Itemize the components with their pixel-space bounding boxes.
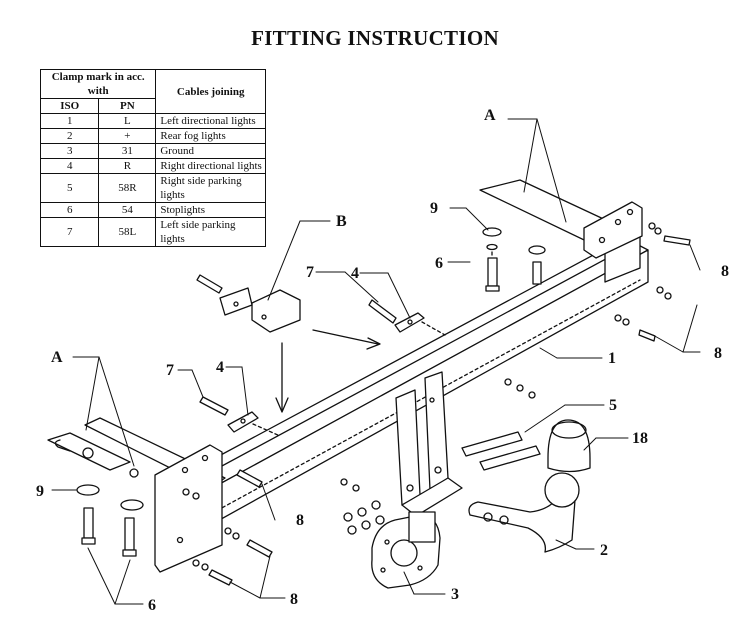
alignment-lines [252,251,493,437]
header-clamp-mark: Clamp mark in acc. with [39,69,157,99]
assembly-arrows [275,329,381,413]
callout-7-left: 7 [166,362,174,379]
callout-4-left: 4 [216,359,224,376]
tow-ball-neck [468,472,580,553]
right-side-bracket [479,179,643,283]
socket-plate [371,511,441,589]
callout-5: 5 [609,397,617,414]
leader-lines [51,118,701,605]
callout-9-top: 9 [430,200,438,217]
callout-6-top: 6 [435,255,443,272]
callout-A-left: A [51,349,63,366]
callout-7-top: 7 [306,264,314,281]
callout-1: 1 [608,350,616,367]
callout-A-top: A [484,107,496,124]
cable-cell: Stoplights [155,202,266,218]
ball-cover [547,419,591,473]
callout-18: 18 [632,430,648,447]
bolt-7-left [199,396,229,416]
nut-cluster [340,378,536,535]
callout-8-mid: 8 [296,512,304,529]
callout-6-bottom: 6 [148,597,156,614]
bolts-8-right [614,222,691,342]
pn-cell: 58L [98,217,157,247]
callout-8-right-mid: 8 [714,345,722,362]
callout-8-bottom: 8 [290,591,298,608]
long-bolts [461,431,541,471]
cable-cell: Left side parking lights [155,217,266,247]
header-pn: PN [98,98,157,114]
bolt-6-bottom [76,447,144,557]
left-side-bracket [47,417,226,573]
bolt-b [196,274,223,294]
callout-B: B [336,213,347,230]
callout-2: 2 [600,542,608,559]
callout-3: 3 [451,586,459,603]
cable-cell: Right directional lights [155,158,266,174]
bolts-8-left [182,469,273,586]
page-title: FITTING INSTRUCTION [251,26,499,50]
bolt-7-top [368,299,397,324]
iso-cell: 7 [39,217,100,247]
tow-ball-bracket [395,371,463,517]
clamp-plate-left [227,411,259,433]
iso-cell: 4 [39,158,100,174]
cable-legend-table: Clamp mark in acc. with Cables joining I… [39,69,266,247]
callout-8-right-top: 8 [721,263,729,280]
bolt-6-top [482,227,546,292]
bracket-b [219,287,301,333]
callout-9-left: 9 [36,483,44,500]
callout-4-top: 4 [351,265,359,282]
clamp-plate-top [394,312,425,333]
header-cables-joining: Cables joining [155,69,266,114]
